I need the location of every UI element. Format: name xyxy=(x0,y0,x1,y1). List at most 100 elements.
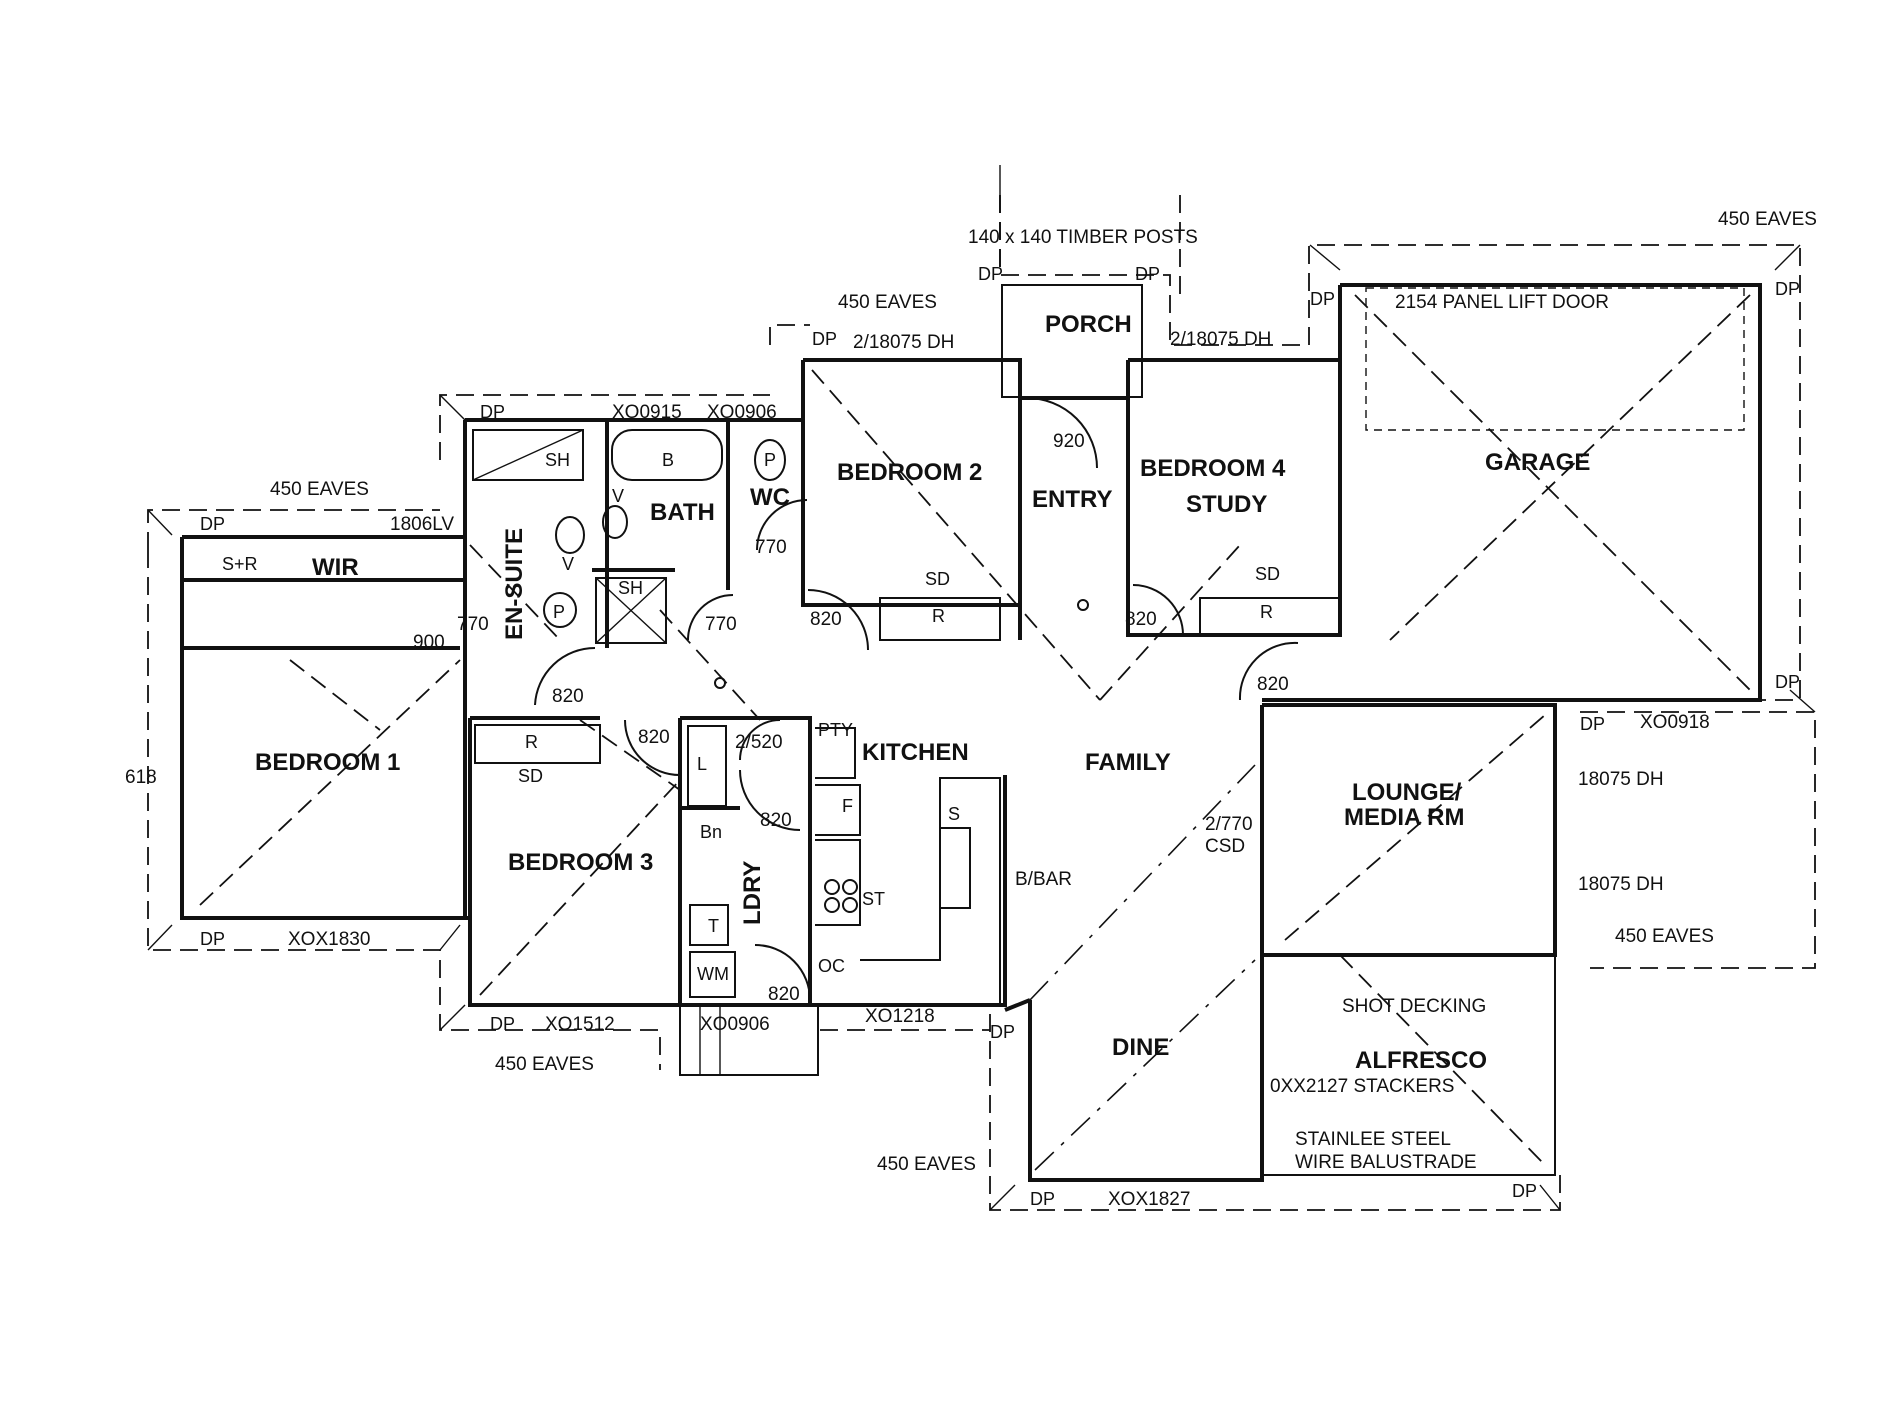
fixture-sd-bed3: SD xyxy=(518,766,543,786)
eaves-outline xyxy=(147,165,1816,1211)
label-bedroom-2: BEDROOM 2 xyxy=(837,459,982,486)
dp-5: DP xyxy=(200,514,225,534)
dp-1: DP xyxy=(978,264,1003,284)
note-eaves-left: 450 EAVES xyxy=(270,479,369,500)
door-sizes: 920 770 770 770 900 820 820 820 820 820 … xyxy=(413,431,1289,1005)
fixture-fridge: F xyxy=(842,796,853,816)
label-ensuite: EN-SUITE xyxy=(501,528,528,640)
dp-2: DP xyxy=(1135,264,1160,284)
label-bedroom-1: BEDROOM 1 xyxy=(255,749,400,776)
door-770-bath: 770 xyxy=(705,614,737,635)
door-820-ldry: 820 xyxy=(760,810,792,831)
fixture-vanity-1: V xyxy=(612,486,624,506)
note-window-xox1827: XOX1827 xyxy=(1108,1189,1190,1210)
door-820-bed1: 820 xyxy=(552,686,584,707)
label-ldry: LDRY xyxy=(739,861,766,925)
note-window-xo1512: XO1512 xyxy=(545,1014,615,1035)
note-eaves-bottom2: 450 EAVES xyxy=(877,1154,976,1175)
fixture-r-bed2: R xyxy=(932,606,945,626)
door-2-520: 2/520 xyxy=(735,732,783,753)
note-csd-1: 2/770 xyxy=(1205,814,1253,835)
note-window-xox1830: XOX1830 xyxy=(288,929,370,950)
note-balustrade-1: STAINLEE STEEL xyxy=(1295,1129,1451,1150)
label-wir: WIR xyxy=(312,554,359,581)
label-dine: DINE xyxy=(1112,1034,1169,1061)
label-bath: BATH xyxy=(650,499,715,526)
note-window-xo1218: XO1218 xyxy=(865,1006,935,1027)
fixture-sd-bed4: SD xyxy=(1255,564,1280,584)
label-bedroom-3: BEDROOM 3 xyxy=(508,849,653,876)
door-820-bed2: 820 xyxy=(810,609,842,630)
fixture-pan-wc: P xyxy=(764,450,776,470)
door-swings xyxy=(534,397,1299,1001)
label-garage: GARAGE xyxy=(1485,449,1590,476)
downpipe-labels: DP DP DP DP DP DP DP DP DP DP DP DP DP D… xyxy=(200,264,1800,1209)
note-balustrade-2: WIRE BALUSTRADE xyxy=(1295,1152,1477,1173)
dp-13: DP xyxy=(1030,1189,1055,1209)
fixture-labels: SH SH B V V P P S+R SD R SD R R SD L Bn … xyxy=(222,450,1280,984)
dp-10: DP xyxy=(200,929,225,949)
fixture-bn: Bn xyxy=(700,822,722,842)
walls xyxy=(180,283,1762,1182)
note-decking: SHOT DECKING xyxy=(1342,996,1486,1017)
fixture-vanity-2: V xyxy=(562,554,574,574)
note-timber-posts: 140 x 140 TIMBER POSTS xyxy=(968,227,1198,248)
note-window-xo0906-top: XO0906 xyxy=(707,402,777,423)
note-window-xo0906-bot: XO0906 xyxy=(700,1014,770,1035)
fixture-sh-ensuite: SH xyxy=(545,450,570,470)
note-eaves-bottom: 450 EAVES xyxy=(495,1054,594,1075)
label-study: STUDY xyxy=(1186,491,1267,518)
dp-4: DP xyxy=(480,402,505,422)
label-porch: PORCH xyxy=(1045,311,1132,338)
fixture-pan-ensuite: P xyxy=(553,602,565,622)
note-eaves-right: 450 EAVES xyxy=(1615,926,1714,947)
label-kitchen: KITCHEN xyxy=(862,739,969,766)
dp-14: DP xyxy=(1512,1181,1537,1201)
note-window-bed2: 2/18075 DH xyxy=(853,332,954,353)
dp-12: DP xyxy=(990,1022,1015,1042)
label-bedroom-4: BEDROOM 4 xyxy=(1140,455,1286,482)
dp-9: DP xyxy=(1580,714,1605,734)
dp-6: DP xyxy=(1310,289,1335,309)
label-media-rm: MEDIA RM xyxy=(1344,804,1464,831)
dp-7: DP xyxy=(1775,279,1800,299)
fixture-r-bed3: R xyxy=(525,732,538,752)
note-csd-2: CSD xyxy=(1205,836,1245,857)
label-entry: ENTRY xyxy=(1032,486,1112,513)
annotations: 140 x 140 TIMBER POSTS 450 EAVES 450 EAV… xyxy=(125,209,1817,1210)
fixture-oc: OC xyxy=(818,956,845,976)
fixture-pty: PTY xyxy=(818,720,853,740)
fixtures xyxy=(472,429,1341,998)
fixture-sd-bed2: SD xyxy=(925,569,950,589)
label-alfresco: ALFRESCO xyxy=(1355,1047,1487,1074)
dp-3: DP xyxy=(812,329,837,349)
note-window-18075-b: 18075 DH xyxy=(1578,874,1664,895)
note-window-1806lv: 1806LV xyxy=(390,514,454,535)
door-770-ensuite: 770 xyxy=(457,614,489,635)
note-stackers: 0XX2127 STACKERS xyxy=(1270,1076,1454,1097)
label-wc: WC xyxy=(750,484,790,511)
label-family: FAMILY xyxy=(1085,749,1171,776)
fixture-r-bed4: R xyxy=(1260,602,1273,622)
fixture-bath-tub: B xyxy=(662,450,674,470)
fixture-sh-bath: SH xyxy=(618,578,643,598)
note-window-618: 618 xyxy=(125,767,157,788)
door-820-bed4: 820 xyxy=(1125,609,1157,630)
dp-8: DP xyxy=(1775,672,1800,692)
fixture-shelf-rail: S+R xyxy=(222,554,258,574)
note-panel-lift-door: 2154 PANEL LIFT DOOR xyxy=(1395,292,1609,313)
label-lounge: LOUNGE/ xyxy=(1352,779,1462,806)
door-820-ldry2: 820 xyxy=(768,984,800,1005)
note-window-xo0915: XO0915 xyxy=(612,402,682,423)
dp-11: DP xyxy=(490,1014,515,1034)
note-eaves-top: 450 EAVES xyxy=(838,292,937,313)
door-900: 900 xyxy=(413,632,445,653)
note-window-bed4: 2/18075 DH xyxy=(1170,329,1271,350)
roof-lines xyxy=(199,294,1751,1171)
note-window-xo0918: XO0918 xyxy=(1640,712,1710,733)
fixture-sink: S xyxy=(948,804,960,824)
fixture-stove: ST xyxy=(862,889,885,909)
door-920: 920 xyxy=(1053,431,1085,452)
door-820-bed3: 820 xyxy=(638,727,670,748)
